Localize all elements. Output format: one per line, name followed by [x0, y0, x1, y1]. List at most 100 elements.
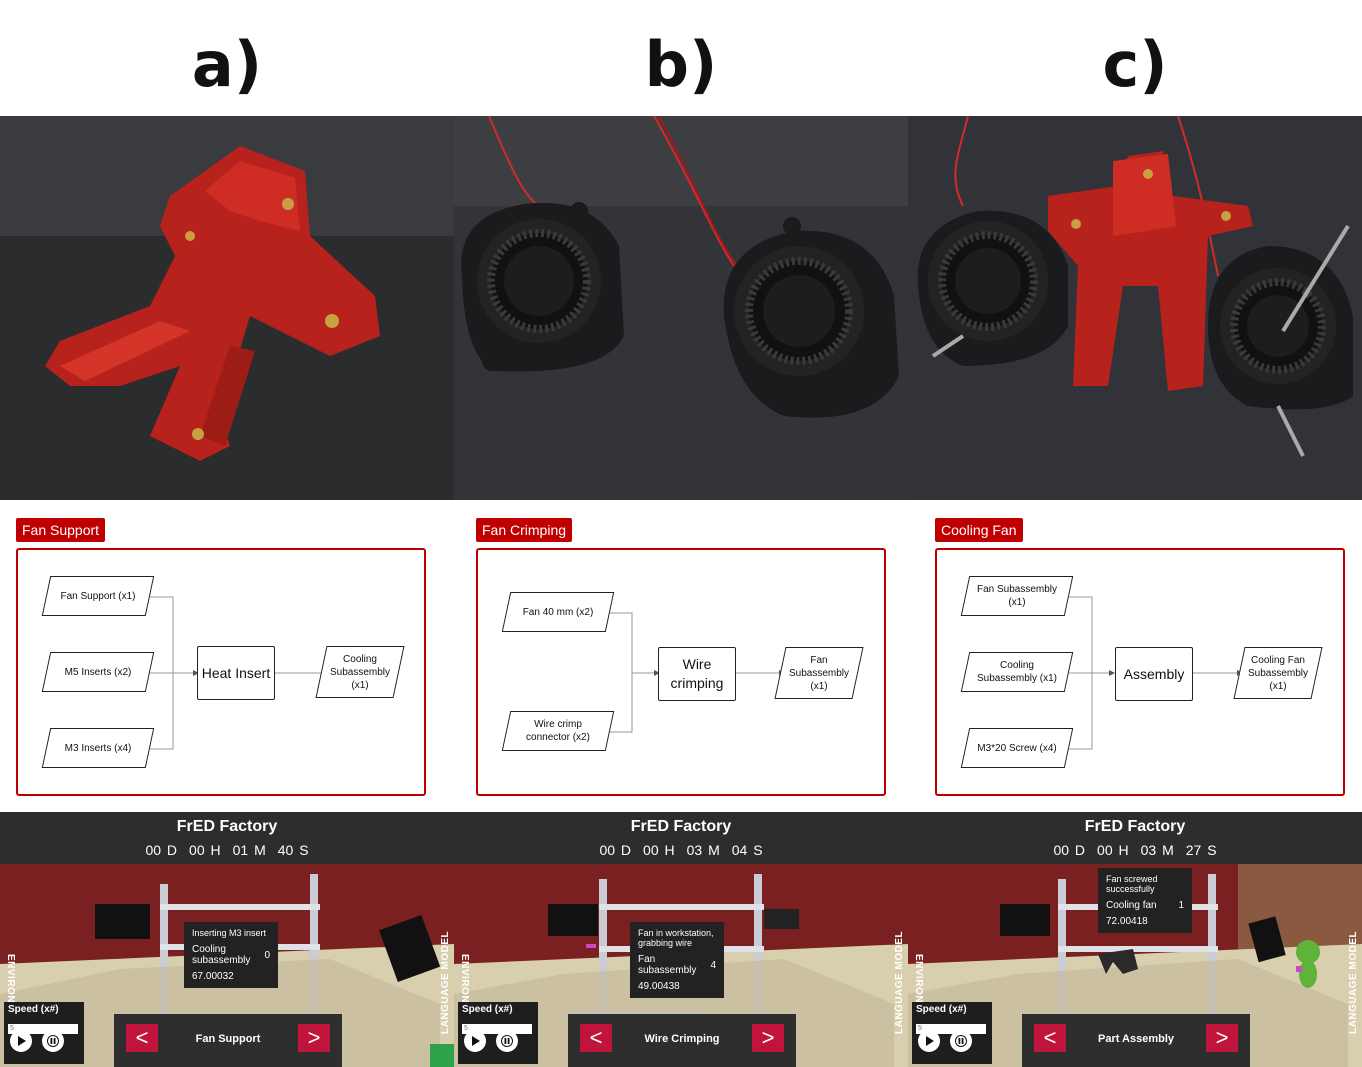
- flow-output: Cooling Fan Subassembly (x1): [1233, 647, 1323, 699]
- panel-label: b): [644, 28, 718, 101]
- language-model-tab[interactable]: LANGUAGE MODEL: [440, 931, 451, 1034]
- station-nav: < Fan Support >: [114, 1014, 342, 1067]
- flow-output: Cooling Subassembly (x1): [315, 646, 405, 698]
- play-button[interactable]: [918, 1030, 940, 1052]
- item-count: 4: [710, 959, 716, 971]
- flow-diagram: Fan 40 mm (x2) Wire crimp connector (x2)…: [476, 548, 886, 796]
- sim-clock: 00 D 00 H 03 M 04 S: [454, 842, 908, 858]
- simulation-view: FrED Factory 00 D 00 H 03 M 27 S: [908, 812, 1362, 1067]
- clock-seconds: 04 S: [731, 842, 763, 858]
- status-message: Inserting M3 insert: [192, 928, 267, 938]
- pause-button[interactable]: [950, 1030, 972, 1052]
- pause-icon: [501, 1035, 513, 1047]
- flow-input: Cooling Subassembly (x1): [960, 652, 1074, 692]
- item-name: Cooling fan: [1106, 900, 1157, 911]
- next-station-button[interactable]: >: [1206, 1024, 1238, 1052]
- flow-output: Fan Subassembly (x1): [774, 647, 864, 699]
- sim-title: FrED Factory: [630, 818, 732, 835]
- item-value: 72.00418: [1106, 916, 1148, 927]
- clock-hours: 00 H: [1097, 842, 1129, 858]
- flow-input: M3 Inserts (x4): [41, 728, 155, 768]
- sim-clock: 00 D 00 H 01 M 40 S: [0, 842, 454, 858]
- flow-process: Wire crimping: [658, 647, 736, 701]
- next-station-button[interactable]: >: [298, 1024, 330, 1052]
- clock-seconds: 40 S: [277, 842, 309, 858]
- flow-connectors: [150, 596, 329, 750]
- station-name: Part Assembly: [1097, 1033, 1175, 1045]
- flow-input: Fan Support (x1): [41, 576, 155, 616]
- speed-input[interactable]: [462, 1023, 532, 1034]
- flow-input: M3*20 Screw (x4): [960, 728, 1074, 768]
- flow-input: M5 Inserts (x2): [41, 652, 155, 692]
- item-value: 67.00032: [192, 971, 234, 982]
- photo-fan-support: [0, 116, 454, 500]
- panel-c: c) Cooling Fan: [908, 0, 1362, 1067]
- flow-title: Cooling Fan: [935, 518, 1023, 542]
- clock-days: 00 D: [599, 842, 632, 858]
- language-model-tab[interactable]: LANGUAGE MODEL: [894, 931, 905, 1034]
- play-icon: [926, 1036, 934, 1046]
- clock-days: 00 D: [145, 842, 178, 858]
- factory-scene[interactable]: ENVIRONMENT LANGUAGE MODEL Fan screwed s…: [908, 864, 1362, 1067]
- speed-panel: Speed (x#): [458, 1002, 538, 1064]
- prev-station-button[interactable]: <: [580, 1024, 612, 1052]
- sim-header: FrED Factory 00 D 00 H 03 M 27 S: [908, 812, 1362, 864]
- sim-title: FrED Factory: [176, 818, 278, 835]
- photo-fans: [454, 116, 908, 500]
- factory-scene[interactable]: ENVIRONMENT LANGUAGE MODEL Fan in workst…: [454, 864, 908, 1067]
- station-name: Fan Support: [195, 1033, 261, 1045]
- pause-icon: [47, 1035, 59, 1047]
- next-station-button[interactable]: >: [752, 1024, 784, 1052]
- prev-station-button[interactable]: <: [1034, 1024, 1066, 1052]
- sim-header: FrED Factory 00 D 00 H 01 M 40 S: [0, 812, 454, 864]
- flow-input: Fan 40 mm (x2): [501, 592, 615, 632]
- pause-button[interactable]: [42, 1030, 64, 1052]
- play-button[interactable]: [10, 1030, 32, 1052]
- item-value: 49.00438: [638, 981, 680, 992]
- pause-button[interactable]: [496, 1030, 518, 1052]
- clock-days: 00 D: [1053, 842, 1086, 858]
- station-nav: < Part Assembly >: [1022, 1014, 1250, 1067]
- speed-input[interactable]: [8, 1023, 78, 1034]
- play-button[interactable]: [464, 1030, 486, 1052]
- clock-seconds: 27 S: [1185, 842, 1217, 858]
- panel-a: a) Fan Support Fan Suppo: [0, 0, 454, 1067]
- speed-panel: Speed (x#): [4, 1002, 84, 1064]
- status-message: Fan screwed successfully: [1106, 874, 1158, 894]
- play-icon: [472, 1036, 480, 1046]
- clock-minutes: 01 M: [232, 842, 266, 858]
- panel-b: b) Fan Crimping: [454, 0, 908, 1067]
- simulation-view: FrED Factory 00 D 00 H 01 M 40 S: [0, 812, 454, 1067]
- flow-process: Heat Insert: [197, 646, 275, 700]
- sim-clock: 00 D 00 H 03 M 27 S: [908, 842, 1362, 858]
- flow-title: Fan Support: [16, 518, 106, 542]
- flow-input: Fan Subassembly (x1): [960, 576, 1074, 616]
- clock-hours: 00 H: [189, 842, 221, 858]
- play-icon: [18, 1036, 26, 1046]
- flow-process: Assembly: [1115, 647, 1193, 701]
- station-nav: < Wire Crimping >: [568, 1014, 796, 1067]
- clock-minutes: 03 M: [1140, 842, 1174, 858]
- language-model-tab[interactable]: LANGUAGE MODEL: [1348, 931, 1359, 1034]
- item-name: Cooling subassembly: [192, 944, 251, 966]
- clock-hours: 00 H: [643, 842, 675, 858]
- status-card: Fan in workstation, grabbing wire Fan su…: [630, 922, 724, 998]
- panel-label: a): [191, 28, 263, 101]
- speed-input[interactable]: [916, 1023, 986, 1034]
- factory-scene[interactable]: ENVIRONMENT LANGUAGE MODEL Inserting M3 …: [0, 864, 454, 1067]
- prev-station-button[interactable]: <: [126, 1024, 158, 1052]
- status-message: Fan in workstation, grabbing wire: [638, 928, 714, 948]
- station-name: Wire Crimping: [644, 1033, 720, 1045]
- speed-panel: Speed (x#): [912, 1002, 992, 1064]
- clock-minutes: 03 M: [686, 842, 720, 858]
- panel-label: c): [1102, 28, 1168, 101]
- status-card: Inserting M3 insert Cooling subassembly 0…: [184, 922, 278, 988]
- flow-diagram: Fan Support (x1) M5 Inserts (x2) M3 Inse…: [16, 548, 426, 796]
- simulation-view: FrED Factory 00 D 00 H 03 M 04 S: [454, 812, 908, 1067]
- sim-title: FrED Factory: [1084, 818, 1186, 835]
- pause-icon: [955, 1035, 967, 1047]
- item-count: 0: [264, 949, 270, 961]
- speed-label: Speed (x#): [916, 1004, 967, 1015]
- speed-label: Speed (x#): [8, 1004, 59, 1015]
